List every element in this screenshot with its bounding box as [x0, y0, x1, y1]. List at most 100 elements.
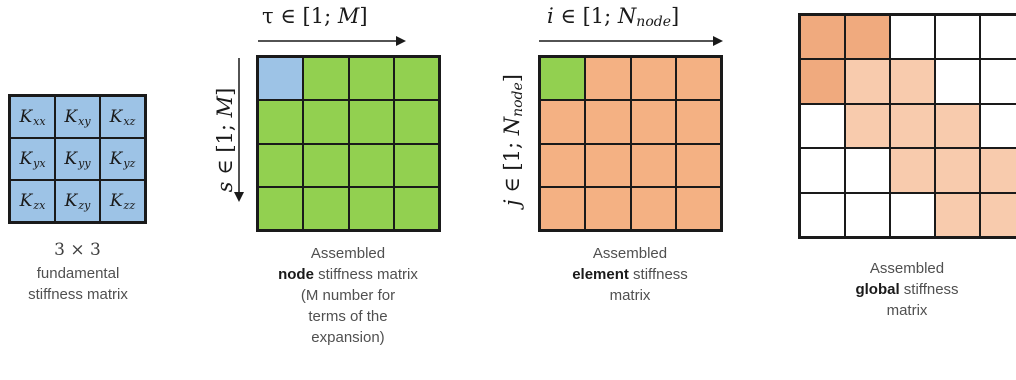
global-matrix-cell [980, 15, 1016, 60]
global-matrix-cell [890, 15, 935, 60]
caption-bold: element [572, 266, 629, 283]
element-matrix-cell [675, 100, 721, 144]
range-open: ∈ [1; [500, 135, 524, 200]
element-matrix-cell [675, 186, 721, 230]
range-open: ∈ [1; [553, 4, 618, 28]
cell-sub: xz [123, 114, 136, 128]
node-matrix-cell [258, 57, 304, 101]
caption-rest: stiffness [628, 266, 688, 283]
caption-line: element stiffness [545, 264, 715, 285]
node-matrix-cell [258, 100, 304, 144]
element-matrix-row-index-label: j ∈ [1; Nnode] [500, 46, 526, 234]
caption-line: node stiffness matrix [243, 264, 453, 285]
cell-sub: zz [123, 198, 136, 212]
element-matrix-column-index-label: i ∈ [1; Nnode] [547, 4, 680, 30]
range-var: N [500, 116, 524, 136]
cell-base: K [19, 149, 33, 169]
node-matrix-cell [258, 143, 304, 187]
element-matrix-cell [585, 143, 631, 187]
element-matrix-cell [675, 57, 721, 101]
element-matrix-cell [675, 143, 721, 187]
cell-sub: yx [33, 156, 46, 170]
element-matrix-cell [630, 100, 676, 144]
global-matrix-cell [935, 15, 980, 60]
element-matrix-cell [585, 57, 631, 101]
j-symbol: j [500, 199, 524, 206]
cell-base: K [109, 107, 123, 127]
node-matrix-cell [393, 186, 439, 230]
element-matrix-cell [540, 143, 586, 187]
global-matrix-cell [980, 59, 1016, 104]
element-matrix-cell [585, 186, 631, 230]
caption-line: fundamental [36, 265, 120, 282]
node-matrix-cell [348, 57, 394, 101]
caption-rest: stiffness matrix [313, 266, 418, 283]
element-matrix-cell [630, 57, 676, 101]
element-matrix-cell [630, 143, 676, 187]
caption-line: Assembled [310, 245, 386, 262]
caption-line: matrix [886, 302, 928, 319]
global-matrix-cell [845, 103, 890, 149]
caption-line: stiffness matrix [28, 286, 128, 303]
caption-line: Assembled [869, 260, 945, 277]
cell-sub: xy [78, 114, 91, 128]
range-close: ] [500, 74, 524, 83]
cell-sub: yz [123, 156, 136, 170]
node-matrix-cell [303, 100, 349, 144]
global-matrix-cell [980, 103, 1016, 149]
global-matrix-cell [845, 192, 890, 237]
caption-rest: stiffness [899, 281, 959, 298]
caption-bold: node [278, 266, 314, 283]
global-matrix-caption: Assembled global stiffness matrix [822, 258, 992, 321]
global-matrix-cell [845, 59, 890, 104]
caption-line: (M number for [300, 287, 396, 304]
node-matrix-grid [256, 55, 441, 232]
caption-line: global stiffness [822, 279, 992, 300]
caption-line: terms of the [308, 308, 388, 325]
node-matrix-cell [258, 186, 304, 230]
global-matrix-cell [890, 148, 935, 193]
cell-base: K [64, 107, 78, 127]
cell-base: K [109, 149, 123, 169]
node-matrix-cell [393, 100, 439, 144]
global-matrix-cell [935, 192, 980, 237]
range-var: N [617, 4, 637, 28]
cell-base: K [19, 107, 33, 127]
cell-sub: zy [78, 198, 91, 212]
element-matrix-cell [630, 186, 676, 230]
node-matrix-cell [303, 57, 349, 101]
global-matrix-cell [800, 59, 845, 104]
global-matrix-cell [890, 103, 935, 149]
node-matrix-column-arrow [258, 36, 406, 46]
node-matrix-column-index-label: τ ∈ [1; M] [262, 4, 368, 28]
element-matrix-cell [540, 186, 586, 230]
global-matrix-cell [935, 59, 980, 104]
range-open: ∈ [1; [273, 4, 338, 28]
i-symbol: i [547, 4, 554, 28]
global-matrix-cell [800, 15, 845, 60]
global-matrix-cell [890, 59, 935, 104]
fundamental-matrix-dims: 3 × 3 [54, 240, 101, 260]
node-matrix-cell [348, 143, 394, 187]
global-matrix-cell [980, 192, 1016, 237]
node-matrix-cell [303, 186, 349, 230]
global-matrix-cell [845, 148, 890, 193]
global-matrix-cell [890, 192, 935, 237]
global-matrix-cell [980, 148, 1016, 193]
range-close: ] [671, 4, 680, 28]
global-matrix-cell [800, 103, 845, 149]
node-matrix-cell [303, 143, 349, 187]
global-matrix-cell [935, 148, 980, 193]
cell-base: K [64, 191, 78, 211]
fundamental-matrix-caption: fundamental stiffness matrix [0, 263, 163, 305]
element-matrix-cell [540, 57, 586, 101]
node-matrix-cell [393, 143, 439, 187]
node-matrix-caption: Assembled node stiffness matrix (M numbe… [243, 243, 453, 348]
